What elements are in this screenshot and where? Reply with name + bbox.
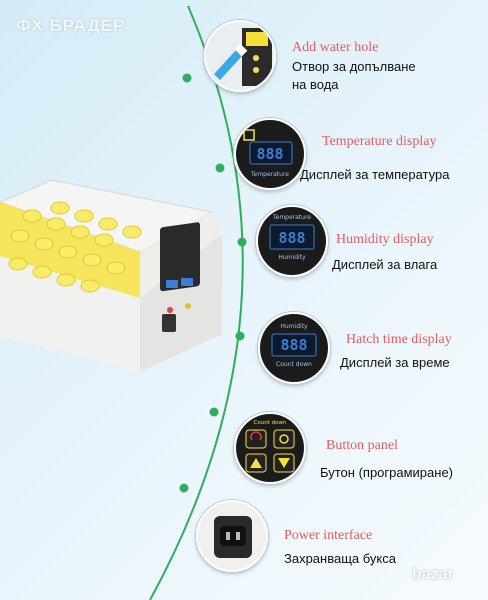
brand-watermark: ФХ БРАДЕР xyxy=(16,16,126,35)
button-panel-icon: Count down xyxy=(234,412,306,484)
power-socket-icon xyxy=(196,500,268,572)
svg-text:Count down: Count down xyxy=(276,361,312,368)
connector-dot xyxy=(209,407,219,417)
feature-title: Hatch time display xyxy=(346,332,452,347)
bazar-watermark: bazar xyxy=(412,566,454,583)
feature-description: Захранваща букса xyxy=(284,550,396,568)
connector-dot xyxy=(182,73,192,83)
svg-text:888: 888 xyxy=(278,229,305,247)
feature-description: Отвор за допълване на вода xyxy=(292,58,416,94)
svg-text:Count down: Count down xyxy=(254,420,287,426)
svg-text:Humidity: Humidity xyxy=(280,323,308,330)
feature-description-line: Захранваща букса xyxy=(284,551,396,566)
feature-description-line: Дисплей за влага xyxy=(332,257,438,272)
feature-description-line: Дисплей за време xyxy=(340,355,450,370)
feature-description: Дисплей за влага xyxy=(332,256,437,274)
svg-text:888: 888 xyxy=(256,145,283,163)
svg-text:Temperature: Temperature xyxy=(272,214,311,221)
feature-title: Add water hole xyxy=(292,40,379,55)
feature-title: Humidity display xyxy=(336,232,434,247)
feature-title: Power interface xyxy=(284,528,373,543)
feature-title: Temperature display xyxy=(322,134,437,149)
feature-description-line: Бутон (програмиране) xyxy=(320,465,454,480)
connector-dot xyxy=(215,163,225,173)
feature-description-line: Дисплей за температура xyxy=(300,167,450,182)
water-dropper-icon xyxy=(204,20,276,92)
svg-text:Temperature: Temperature xyxy=(250,171,289,178)
svg-text:888: 888 xyxy=(280,336,307,354)
incubator-icon xyxy=(0,179,222,372)
temperature-display-icon: 888 Temperature xyxy=(234,118,306,190)
feature-description: Бутон (програмиране) xyxy=(320,464,453,482)
connector-dot xyxy=(237,237,247,247)
feature-description: Дисплей за време xyxy=(340,354,450,372)
countdown-display-icon: Humidity 888 Count down xyxy=(258,312,330,384)
humidity-display-icon: Temperature 888 Humidity xyxy=(256,205,328,277)
feature-description-line: на вода xyxy=(292,77,339,92)
connector-dot xyxy=(235,331,245,341)
feature-description-line: Отвор за допълване xyxy=(292,59,416,74)
connector-dot xyxy=(179,483,189,493)
svg-text:Humidity: Humidity xyxy=(278,254,306,261)
feature-title: Button panel xyxy=(326,438,398,453)
feature-description: Дисплей за температура xyxy=(300,166,449,184)
